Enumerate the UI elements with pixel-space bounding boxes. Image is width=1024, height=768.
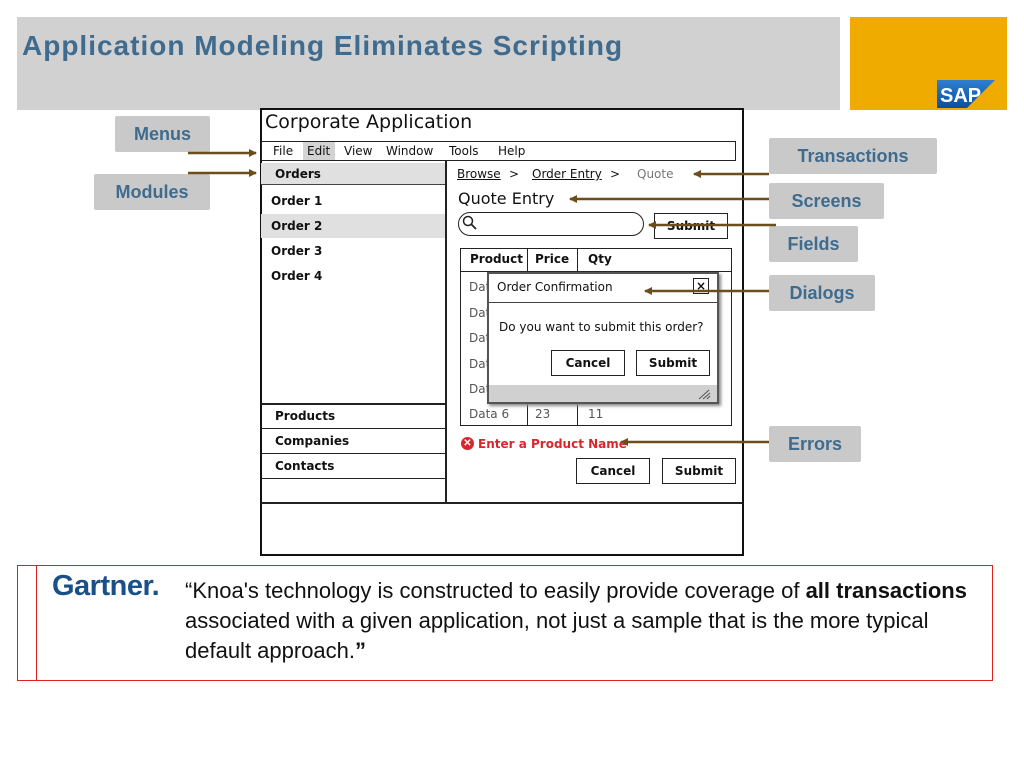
quote-text-after: associated with a given application, not… <box>185 608 929 663</box>
callout-errors: Errors <box>769 426 861 462</box>
sap-logo-panel <box>850 17 1007 110</box>
order-item-4[interactable]: Order 4 <box>271 269 323 283</box>
quote-bold: all transactions <box>805 578 967 603</box>
menu-file[interactable]: File <box>273 144 294 158</box>
sap-logo-icon: SAP <box>937 80 995 108</box>
menu-view[interactable]: View <box>344 144 373 158</box>
order-selected-highlight <box>261 214 445 238</box>
order-item-1[interactable]: Order 1 <box>271 194 323 208</box>
callout-menus: Menus <box>115 116 210 152</box>
dialog-cancel-button[interactable]: Cancel <box>551 350 625 376</box>
module-header-orders-label: Orders <box>275 167 321 181</box>
orders-bottom-border <box>261 403 446 405</box>
callout-fields: Fields <box>769 226 858 262</box>
menu-help[interactable]: Help <box>498 144 526 158</box>
cancel-button[interactable]: Cancel <box>576 458 650 484</box>
module-contacts[interactable]: Contacts <box>275 459 335 473</box>
order-confirmation-dialog <box>487 272 719 404</box>
search-submit-button[interactable]: Submit <box>654 213 728 239</box>
menu-selected-highlight <box>303 142 335 160</box>
module-divider <box>261 478 446 479</box>
table-header-divider <box>460 271 732 272</box>
table-header-product[interactable]: Product <box>470 252 523 266</box>
breadcrumb-quote: Quote <box>637 167 674 181</box>
submit-button[interactable]: Submit <box>662 458 736 484</box>
error-x-icon: ✕ <box>461 437 474 450</box>
module-divider <box>261 428 446 429</box>
breadcrumb-order-entry[interactable]: Order Entry <box>532 167 602 181</box>
quote-close-mark: ” <box>355 638 367 663</box>
mock-app-title: Corporate Application <box>265 111 473 133</box>
menu-edit[interactable]: Edit <box>307 144 331 158</box>
gartner-logo-text: Gartner <box>52 570 152 602</box>
dialog-submit-button[interactable]: Submit <box>636 350 710 376</box>
screen-title: Quote Entry <box>458 189 555 208</box>
callout-modules: Modules <box>94 174 210 210</box>
gartner-logo: Gartner. <box>52 570 160 602</box>
callout-dialogs: Dialogs <box>769 275 875 311</box>
search-input[interactable] <box>458 212 644 236</box>
gartner-quote: “Knoa's technology is constructed to eas… <box>185 576 985 666</box>
menu-tools[interactable]: Tools <box>449 144 479 158</box>
table-row-6-price: 23 <box>535 407 551 421</box>
sap-logo-text: SAP <box>940 85 981 107</box>
search-icon <box>462 215 477 230</box>
module-divider <box>261 453 446 454</box>
dialog-title-divider <box>489 302 717 303</box>
breadcrumb-separator: > <box>610 167 621 181</box>
breadcrumb-separator: > <box>509 167 520 181</box>
dialog-status-bar <box>489 385 717 402</box>
table-row-6-product: Data 6 <box>469 407 510 421</box>
table-header-price[interactable]: Price <box>535 252 570 266</box>
module-products[interactable]: Products <box>275 409 336 423</box>
dialog-message: Do you want to submit this order? <box>499 320 704 334</box>
pane-divider <box>445 161 447 503</box>
order-item-2[interactable]: Order 2 <box>271 219 323 233</box>
order-item-3[interactable]: Order 3 <box>271 244 323 258</box>
error-message: Enter a Product Name <box>478 437 627 451</box>
table-row-6-qty: 11 <box>588 407 604 421</box>
menu-window[interactable]: Window <box>386 144 434 158</box>
slide-title: Application Modeling Eliminates Scriptin… <box>22 30 624 61</box>
window-bottom-divider <box>261 502 743 504</box>
mock-menubar <box>261 141 736 161</box>
module-header-orders[interactable] <box>261 163 445 185</box>
callout-transactions: Transactions <box>769 138 937 174</box>
resize-grip-icon[interactable] <box>697 388 711 400</box>
module-companies[interactable]: Companies <box>275 434 350 448</box>
breadcrumb-browse[interactable]: Browse <box>457 167 501 181</box>
callout-screens: Screens <box>769 183 884 219</box>
products-table <box>460 248 732 426</box>
quote-text-before: Knoa's technology is constructed to easi… <box>192 578 800 603</box>
quote-box-divider <box>36 565 37 681</box>
quote-open-mark: “ <box>185 578 193 603</box>
slide-header-band <box>17 17 840 110</box>
quote-box <box>17 565 993 681</box>
dialog-close-icon[interactable]: × <box>693 278 709 294</box>
table-header-qty[interactable]: Qty <box>588 252 612 266</box>
dialog-title: Order Confirmation <box>497 280 613 294</box>
